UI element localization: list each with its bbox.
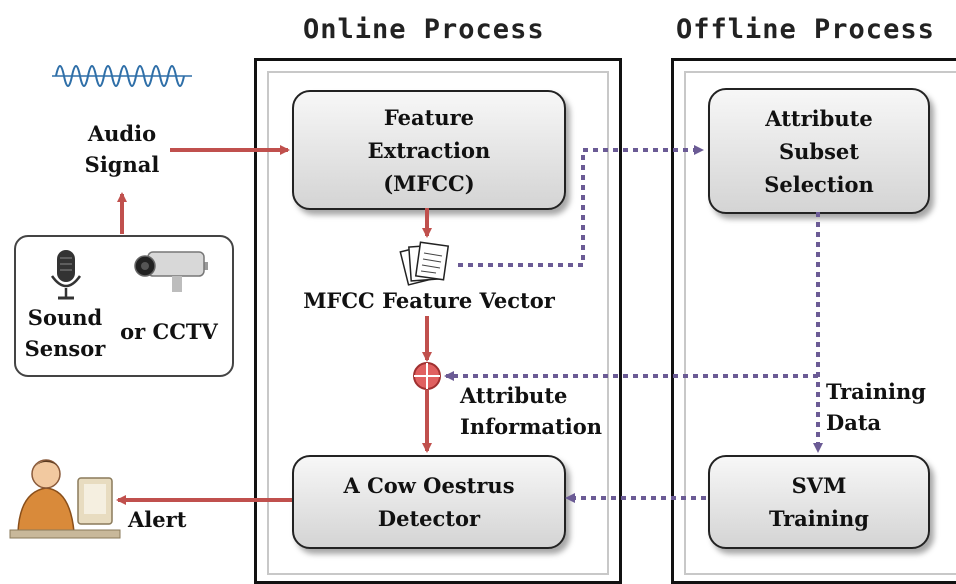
online-process-title: Online Process xyxy=(303,14,545,45)
documents-icon xyxy=(399,241,450,286)
svm-training-label: SVM Training xyxy=(769,473,869,531)
training-data-label: Training Data xyxy=(826,379,926,435)
attribute-subset-label: Attribute Subset Selection xyxy=(764,105,874,197)
cctv-camera-icon xyxy=(134,251,208,292)
audio-signal-label: Audio Signal xyxy=(84,121,160,177)
microphone-icon xyxy=(50,250,82,300)
attribute-subset-box: Attribute Subset Selection xyxy=(708,88,930,214)
sound-sensor-label: Sound Sensor xyxy=(24,305,106,361)
svm-training-box: SVM Training xyxy=(708,455,930,549)
cctv-label: or CCTV xyxy=(120,319,218,344)
operator-person-icon xyxy=(9,459,121,539)
audio-waveform-icon xyxy=(52,65,192,87)
detector-label: A Cow Oestrus Detector xyxy=(343,473,515,531)
feature-extraction-label: Feature Extraction (MFCC) xyxy=(367,104,491,196)
diagram-graphics xyxy=(9,65,823,539)
combine-circle-icon xyxy=(413,362,441,390)
feature-extraction-box: Feature Extraction (MFCC) xyxy=(292,90,566,210)
detector-box: A Cow Oestrus Detector xyxy=(292,455,566,549)
mfcc-vector-label: MFCC Feature Vector xyxy=(303,288,555,313)
attribute-info-label: Attribute Information xyxy=(460,383,602,439)
arrow-vector-to-attribute-subset xyxy=(458,145,704,267)
offline-process-title: Offline Process xyxy=(676,14,935,45)
alert-label: Alert xyxy=(128,507,187,532)
